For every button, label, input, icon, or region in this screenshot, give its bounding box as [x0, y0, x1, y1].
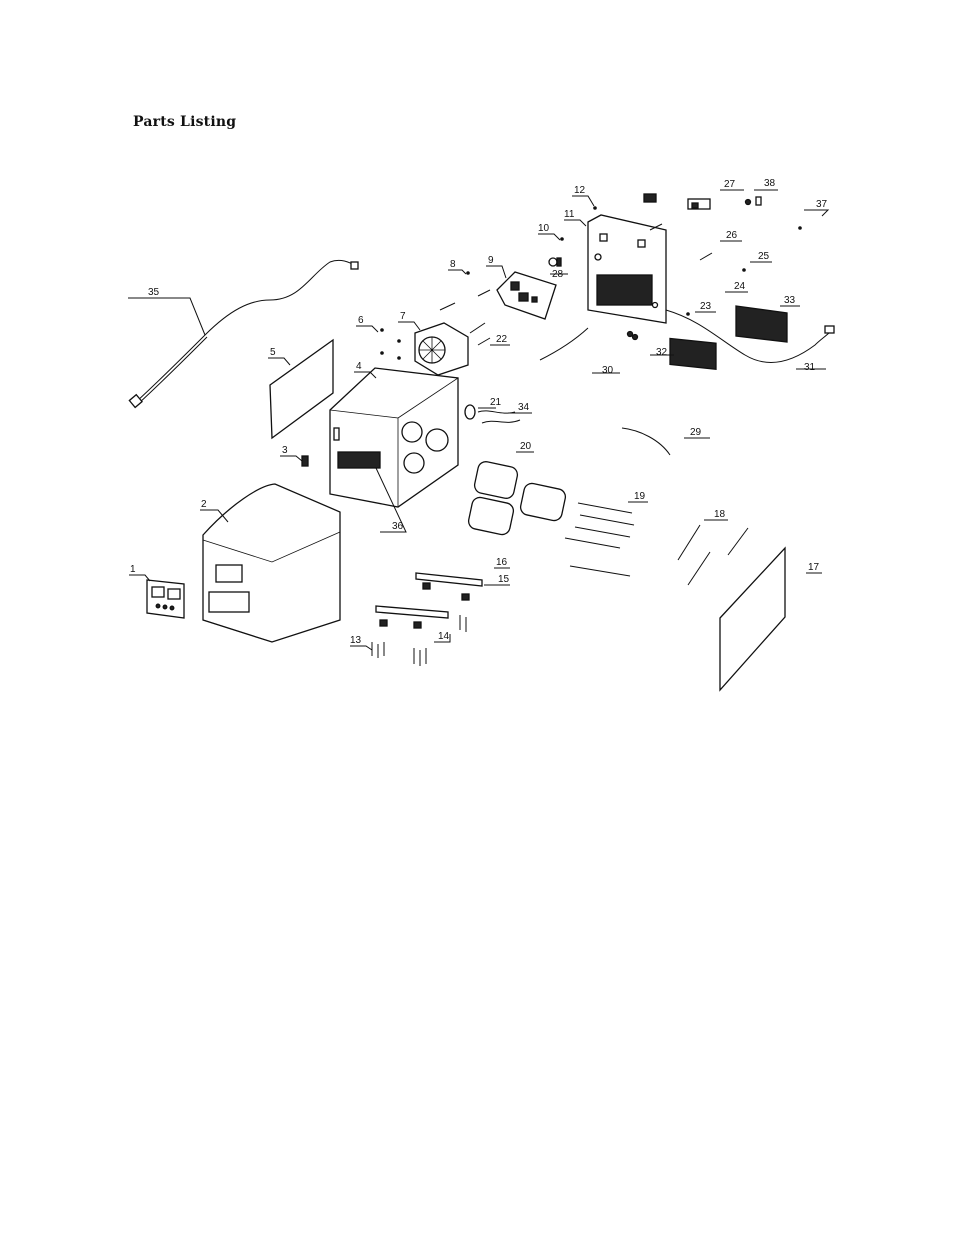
callout-20: 20: [520, 441, 532, 452]
callout-27: 27: [724, 179, 736, 190]
part-28-connector: [548, 257, 562, 267]
callout-15: 15: [498, 574, 510, 585]
callout-9: 9: [488, 255, 494, 266]
part-3-clip: [301, 455, 309, 467]
part-13-14-screws: [371, 615, 467, 666]
part-8-screw: [466, 271, 470, 275]
callout-14: 14: [438, 631, 450, 642]
part-29-tube: [621, 427, 671, 456]
part-12-screw: [593, 206, 597, 210]
part-31-power-cord: [665, 309, 835, 363]
callout-16: 16: [496, 557, 508, 568]
callout-17: 17: [808, 562, 820, 573]
callout-labels: 1 2 3 4 5 6 7 8 9 10 11 12 13 14 15 16 1…: [130, 178, 828, 646]
callout-32: 32: [656, 347, 668, 358]
callout-33: 33: [784, 295, 796, 306]
callout-18: 18: [714, 509, 726, 520]
part-1-control-panel: [146, 579, 185, 619]
callout-leader-lines: [128, 189, 830, 651]
callout-23: 23: [700, 301, 712, 312]
callout-5: 5: [270, 347, 276, 358]
callout-1: 1: [130, 564, 136, 575]
callout-13: 13: [350, 635, 362, 646]
callout-35: 35: [148, 287, 160, 298]
callout-24: 24: [734, 281, 746, 292]
callout-8: 8: [450, 259, 456, 270]
callout-28: 28: [552, 269, 564, 280]
callout-36: 36: [392, 521, 404, 532]
callout-11: 11: [564, 209, 575, 220]
callout-21: 21: [490, 397, 502, 408]
callout-31: 31: [804, 362, 816, 373]
part-17-side-panel: [719, 546, 786, 692]
part-11-rear-panel: [587, 214, 667, 324]
part-9-control-board: [496, 271, 557, 320]
callout-25: 25: [758, 251, 770, 262]
callout-30: 30: [602, 365, 614, 376]
part-15-16-brackets: [375, 572, 483, 629]
callout-10: 10: [538, 223, 550, 234]
part-30-tube: [539, 327, 589, 361]
part-27-latch: [687, 198, 711, 210]
part-37-screw: [798, 226, 802, 230]
callout-38: 38: [764, 178, 776, 189]
part-21-ring: [464, 404, 476, 420]
page-title: Parts Listing: [133, 114, 237, 130]
callout-29: 29: [690, 427, 702, 438]
callout-3: 3: [282, 445, 288, 456]
part-24-filter: [669, 337, 717, 370]
part-20-tanks: [467, 461, 567, 536]
callout-37: 37: [816, 199, 828, 210]
part-10-screw: [560, 237, 564, 241]
part-38-clip: [744, 196, 762, 206]
bracket-top: [643, 193, 657, 203]
callout-19: 19: [634, 491, 646, 502]
part-23-screw: [686, 312, 690, 316]
part-4-chassis: [329, 367, 459, 508]
part-32-clip: [626, 330, 639, 341]
callout-12: 12: [574, 185, 586, 196]
callout-26: 26: [726, 230, 738, 241]
part-7-fan: [414, 322, 469, 376]
part-6-screws: [380, 328, 401, 360]
callout-22: 22: [496, 334, 508, 345]
callout-2: 2: [201, 499, 207, 510]
callout-7: 7: [400, 311, 406, 322]
callout-34: 34: [518, 402, 530, 413]
part-35-cable: [128, 259, 359, 409]
part-22-wires: [439, 289, 491, 346]
callout-4: 4: [356, 361, 362, 372]
part-25-screw: [742, 268, 746, 272]
part-18-straps: [677, 524, 749, 586]
part-2-housing: [202, 483, 341, 643]
callout-6: 6: [358, 315, 364, 326]
part-33-filter: [735, 305, 788, 343]
part-19-rods: [564, 502, 635, 577]
part-26-rod: [649, 223, 713, 261]
part-5-side-panel: [269, 338, 334, 440]
